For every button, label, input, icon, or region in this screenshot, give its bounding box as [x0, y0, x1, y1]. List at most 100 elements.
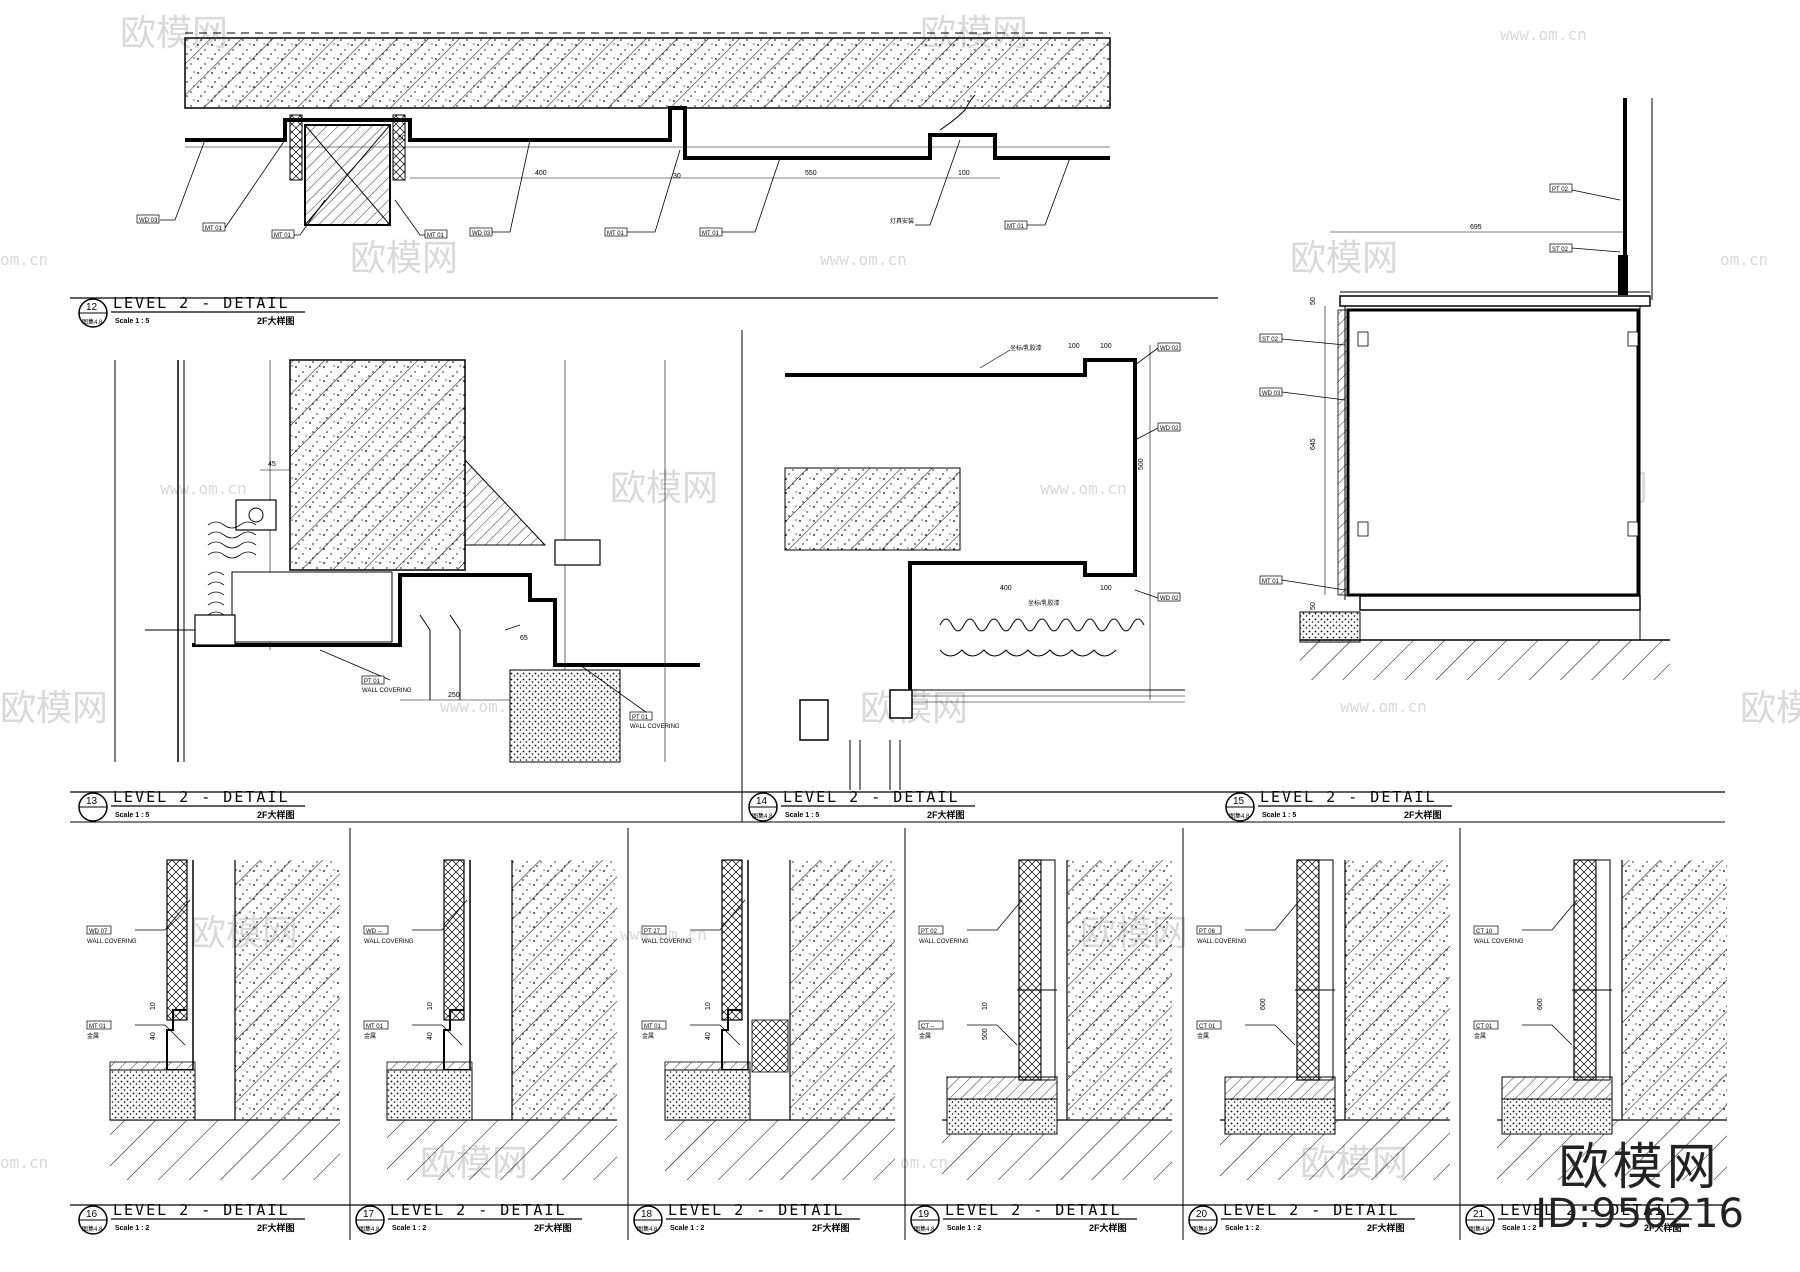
- watermark-url: om.cn: [0, 250, 48, 269]
- material-tags-12: WD 03 MT 01 MT 01 MT 01 WD 03 MT 01 MT 0…: [136, 214, 1028, 239]
- dim-text: 695: [1470, 224, 1482, 231]
- watermark-url: www.om.cn: [160, 479, 247, 498]
- dim-text: 40: [427, 1032, 434, 1040]
- note-text: 灯具安装: [890, 217, 914, 225]
- watermark-brand: 欧模网: [1290, 238, 1398, 279]
- dim-text: 10: [150, 1002, 157, 1010]
- detail-title: LEVEL 2 - DETAIL: [668, 1201, 845, 1219]
- dim-text: 400: [535, 170, 547, 177]
- stamp-id: ID:956216: [1535, 1191, 1744, 1237]
- detail-sheet-ref: 图集4.8: [359, 1225, 380, 1233]
- note-text: 金属: [919, 1032, 931, 1040]
- sheet-frame-lines: [70, 297, 1725, 1240]
- detail-number: 21: [1473, 1209, 1485, 1220]
- watermark-brand: 欧模网: [350, 238, 458, 279]
- watermark-url: www.om.cn: [1340, 697, 1427, 716]
- detail-scale: Scale 1 : 5: [1262, 812, 1296, 819]
- note-text: WALL COVERING: [364, 939, 414, 945]
- detail-scale: Scale 1 : 2: [392, 1225, 426, 1232]
- tag-code: MT 01: [607, 231, 625, 237]
- note-text: WALL COVERING: [362, 688, 412, 694]
- tag-code: PT 02: [921, 929, 938, 935]
- detail-cn-caption: 2F大样图: [1404, 809, 1442, 820]
- note-text: WALL COVERING: [1197, 939, 1247, 945]
- watermark-url: om.cn: [900, 1153, 948, 1172]
- tag-code: CT 01: [1199, 1024, 1216, 1030]
- detail-scale: Scale 1 : 5: [115, 318, 149, 325]
- watermark-brand: 欧模网: [610, 468, 718, 509]
- watermark-url: om.cn: [1720, 250, 1768, 269]
- detail-sheet-ref: 图集4.8: [1229, 812, 1250, 820]
- tag-code: PT 02: [1552, 187, 1569, 193]
- detail-cn-caption: 2F大样图: [1644, 1222, 1682, 1233]
- stamp-brand: 欧模网: [1558, 1138, 1721, 1196]
- detail-title: LEVEL 2 - DETAIL: [1260, 788, 1437, 806]
- tag-code: PT 06: [1199, 929, 1216, 935]
- detail-number: 17: [363, 1209, 375, 1220]
- dim-text: 550: [805, 170, 817, 177]
- detail-scale: Scale 1 : 2: [115, 1225, 149, 1232]
- watermark-brand: 欧模网: [0, 688, 108, 729]
- dim-text: 45: [268, 461, 276, 468]
- detail-title: LEVEL 2 - DETAIL: [113, 788, 290, 806]
- detail-title-block: 15 图集4.8 LEVEL 2 - DETAIL Scale 1 : 5 2F大样图: [1225, 788, 1452, 822]
- watermark-url: www.om.cn: [1040, 479, 1127, 498]
- note-text: 金属: [642, 1032, 654, 1040]
- detail-sheet-ref: 图集4.8: [1469, 1225, 1490, 1233]
- detail-cn-caption: 2F大样图: [257, 809, 295, 820]
- dim-text: 600: [1537, 998, 1544, 1010]
- tag-code: MT 01: [274, 233, 292, 239]
- id-stamp: 欧模网 ID:956216: [1535, 1142, 1744, 1236]
- dim-text: 50: [1310, 602, 1317, 610]
- detail-title-block: 16 图集4.8 LEVEL 2 - DETAIL Scale 1 : 2 2F大样图: [78, 1201, 305, 1235]
- detail-number: 14: [756, 796, 768, 807]
- dim-text: 500: [982, 1028, 989, 1040]
- tag-code: PT 27: [644, 929, 661, 935]
- detail-number: 16: [86, 1209, 98, 1220]
- detail-title: LEVEL 2 - DETAIL: [390, 1201, 567, 1219]
- dim-text: 645: [1310, 438, 1317, 450]
- dim-text: 100: [958, 170, 970, 177]
- detail-13: 45 250 65 PT 01 WALL COVERING PT 01 WALL…: [114, 359, 700, 763]
- tag-code: ST 02: [1552, 247, 1569, 253]
- dim-text: 50: [398, 135, 406, 142]
- dim-text: 600: [1260, 998, 1267, 1010]
- detail-title: LEVEL 2 - DETAIL: [113, 1201, 290, 1219]
- detail-title-block: 21 图集4.8 LEVEL 2 - DETAIL Scale 1 : 2 2F大样图: [1465, 1201, 1692, 1235]
- tag-code: WD 03: [472, 231, 491, 237]
- detail-number: 18: [641, 1209, 653, 1220]
- note-text: 金属: [1197, 1032, 1209, 1040]
- tag-code: CT 01: [1476, 1024, 1493, 1030]
- detail-title: LEVEL 2 - DETAIL: [1500, 1201, 1677, 1219]
- dim-text: 100: [1068, 343, 1080, 350]
- detail-number: 19: [918, 1209, 930, 1220]
- tag-code: CT 10: [1476, 929, 1493, 935]
- detail-cn-caption: 2F大样图: [257, 1222, 295, 1233]
- detail-sheet-ref: 图集4.8: [752, 812, 773, 820]
- dim-text: 100: [1100, 343, 1112, 350]
- tag-code: WD 02: [1160, 346, 1179, 352]
- detail-scale: Scale 1 : 2: [1225, 1225, 1259, 1232]
- watermark-url: www.om.cn: [440, 697, 527, 716]
- detail-sheet-ref: 图集4.8: [82, 1225, 103, 1233]
- detail-cn-caption: 2F大样图: [812, 1222, 850, 1233]
- detail-20: PT 06 WALL COVERING CT 01 金属 600: [1196, 859, 1450, 1180]
- detail-scale: Scale 1 : 2: [1502, 1225, 1536, 1232]
- tag-code: MT 01: [644, 1024, 662, 1030]
- dim-text: 10: [427, 1002, 434, 1010]
- note-text: WALL COVERING: [630, 724, 680, 730]
- note-text: 坐标/乳胶漆: [1028, 599, 1060, 607]
- dim-text: 500: [1138, 458, 1145, 470]
- detail-scale: Scale 1 : 5: [115, 812, 149, 819]
- tag-code: ST 02: [1262, 337, 1279, 343]
- tag-code: WD 07: [89, 929, 108, 935]
- dim-text: 50: [1310, 297, 1317, 305]
- detail-number: 15: [1233, 796, 1245, 807]
